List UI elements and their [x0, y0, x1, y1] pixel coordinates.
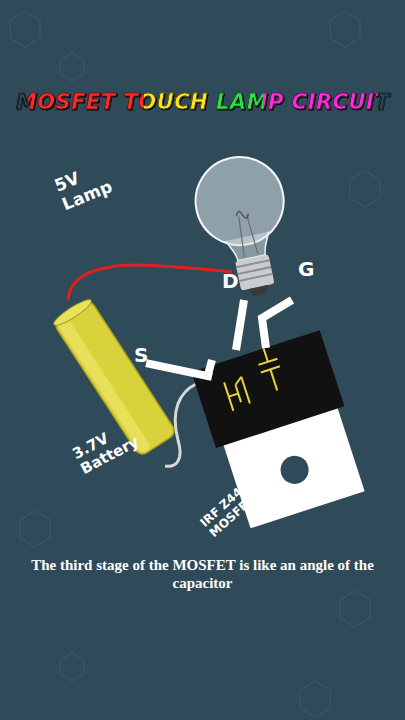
red-wire — [68, 265, 232, 300]
pin-name: D — [222, 270, 252, 293]
lamp-symbol — [187, 149, 302, 304]
lamp-label: 5V Lamp — [52, 157, 119, 214]
gate-pin — [262, 300, 292, 348]
title: MOSFET TOUCH LAMP CIRCUIT — [0, 90, 405, 114]
source-pin-bend — [207, 360, 212, 378]
battery-label: 3.7V Battery — [70, 410, 157, 478]
caption: The third stage of the MOSFET is like an… — [30, 556, 375, 592]
pin-name: S — [134, 344, 164, 367]
pin-name: G — [298, 258, 328, 281]
drain-pin — [236, 300, 244, 350]
hex-pattern — [10, 11, 380, 717]
source-pin — [150, 364, 208, 376]
